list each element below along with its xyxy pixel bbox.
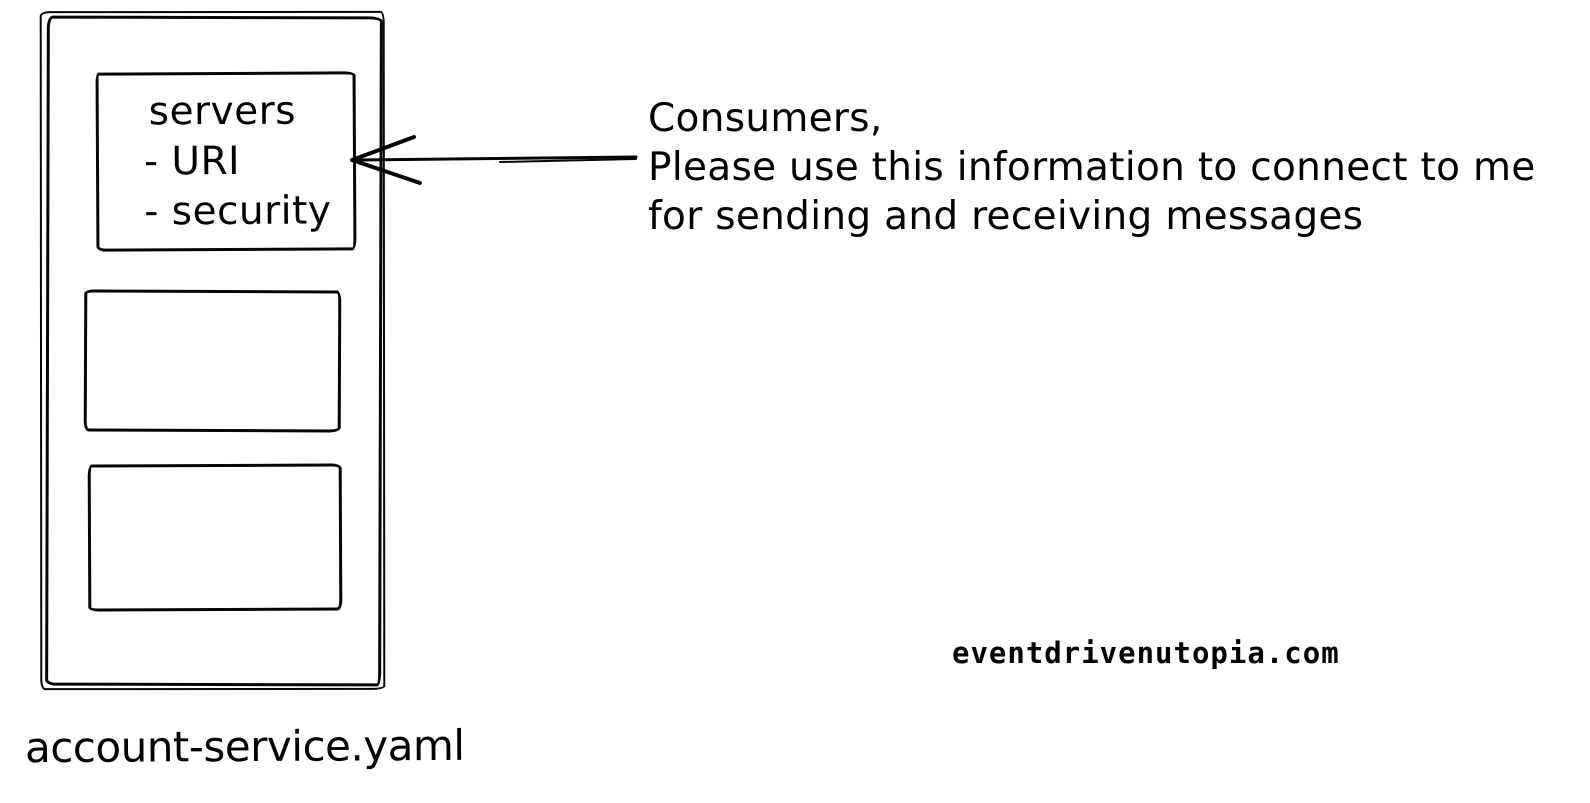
annotation-line-2: Please use this information to connect t… bbox=[648, 145, 1536, 190]
watermark-text: eventdrivenutopia.com bbox=[952, 636, 1340, 670]
empty-section-box-1 bbox=[83, 289, 342, 433]
servers-box-title: servers bbox=[148, 88, 297, 135]
empty-section-box-2 bbox=[87, 463, 343, 612]
yaml-file-name-label: account-service.yaml bbox=[24, 720, 465, 773]
annotation-line-3: for sending and receiving messages bbox=[648, 194, 1364, 239]
annotation-line-1: Consumers, bbox=[648, 96, 883, 141]
consumers-annotation: Consumers, Please use this information t… bbox=[648, 94, 1536, 241]
servers-box: servers - URI - security bbox=[95, 71, 357, 252]
servers-box-item-security: - security bbox=[144, 188, 332, 235]
arrow-to-servers-box-icon bbox=[350, 135, 638, 185]
servers-box-item-uri: - URI bbox=[143, 138, 241, 185]
